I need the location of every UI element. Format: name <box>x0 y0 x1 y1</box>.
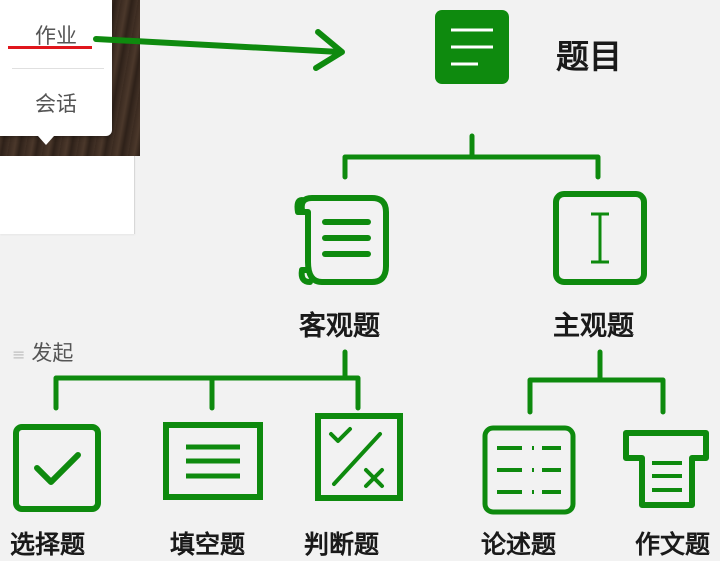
multiple-choice-label: 选择题 <box>10 530 86 559</box>
essay-label: 论述题 <box>481 530 557 559</box>
checkbox-icon <box>13 424 101 512</box>
menu-item-chat[interactable]: 会话 <box>35 92 77 116</box>
root-label: 题目 <box>556 37 622 76</box>
scroll-icon <box>294 195 389 285</box>
composition-label: 作文题 <box>635 530 711 559</box>
menu-divider <box>12 68 104 69</box>
pointer-arrow <box>93 29 345 71</box>
launch-bar: ≡ 发起 <box>0 156 135 365</box>
menu-item-homework[interactable]: 作业 <box>35 24 77 48</box>
composition-icon <box>623 430 709 508</box>
launch-label: 发起 <box>31 341 74 365</box>
objective-bracket <box>53 349 361 411</box>
true-false-icon <box>315 413 403 501</box>
subjective-bracket <box>527 349 666 415</box>
list-lines-icon: ≡ <box>12 345 26 364</box>
popup-menu: 作业 会话 <box>0 0 112 136</box>
objective-label: 客观题 <box>299 311 380 342</box>
true-false-label: 判断题 <box>304 530 380 559</box>
fill-blank-label: 填空题 <box>170 530 246 559</box>
fill-blank-icon <box>163 422 263 500</box>
launch-button[interactable]: ≡ 发起 <box>12 337 73 367</box>
popup-pointer <box>38 136 54 145</box>
subjective-label: 主观题 <box>553 311 634 342</box>
root-bracket <box>342 133 601 180</box>
document-lines-icon <box>435 10 509 84</box>
essay-lines-icon <box>482 425 576 515</box>
text-cursor-icon <box>553 191 647 285</box>
highlight-underline <box>8 46 92 49</box>
